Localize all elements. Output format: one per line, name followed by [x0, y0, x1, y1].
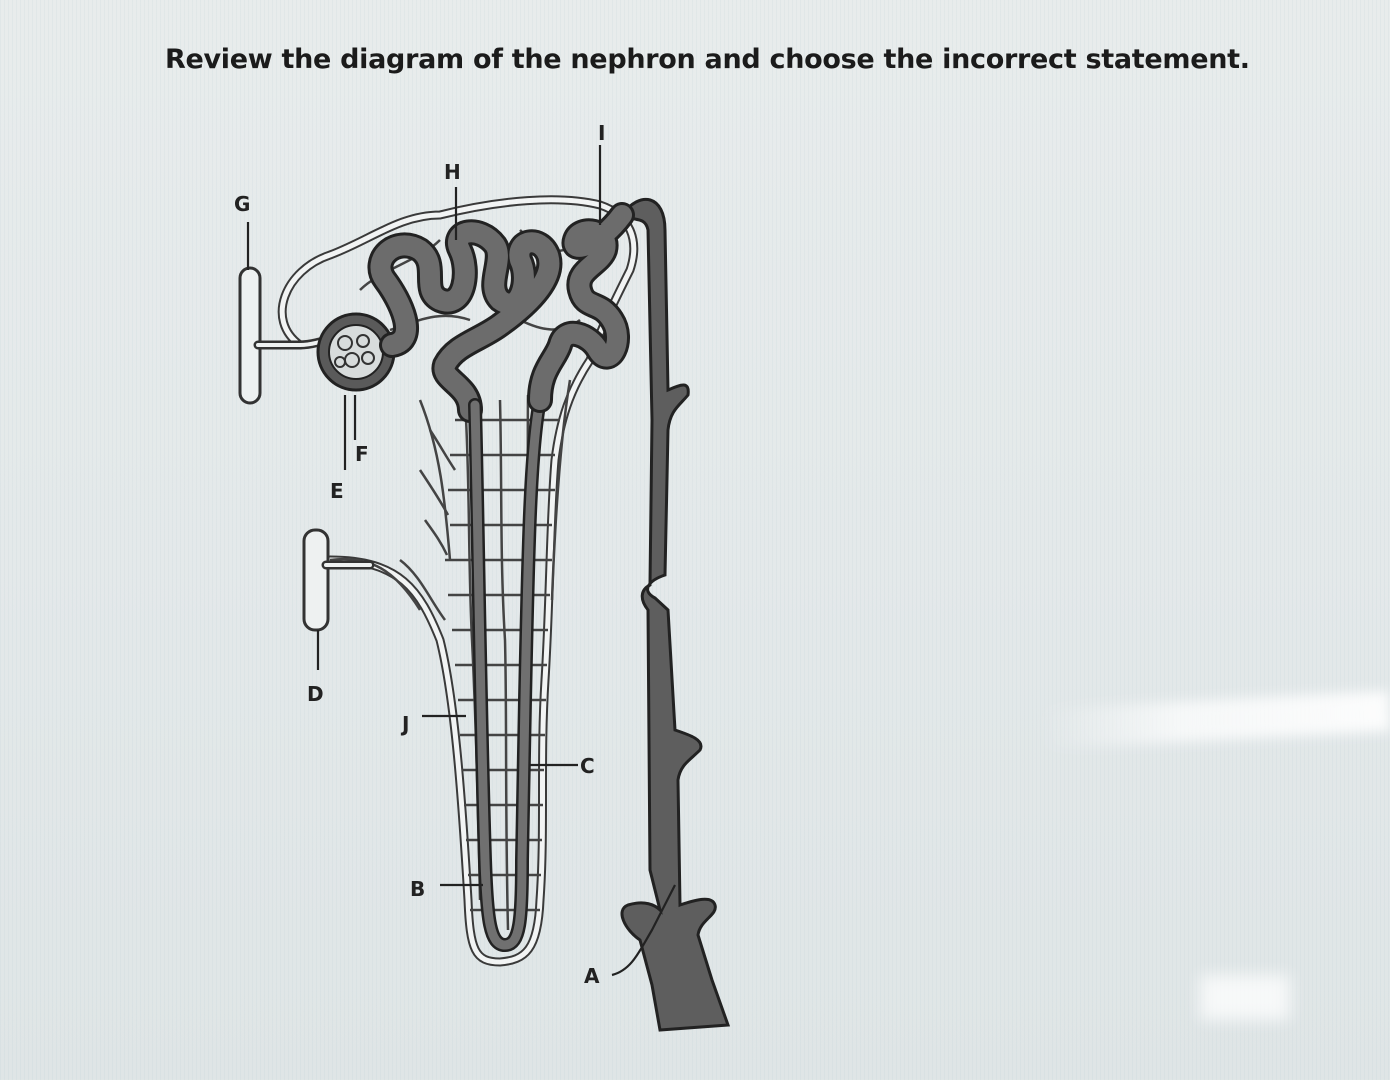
label-a: A	[584, 964, 600, 988]
proximal-convoluted-tubule	[367, 219, 563, 423]
capillary-network	[277, 195, 639, 967]
label-f: F	[355, 442, 369, 466]
label-j: J	[400, 712, 409, 736]
screen-glare-corner	[1200, 975, 1290, 1020]
leader-lines	[246, 145, 676, 977]
distal-convoluted-tubule	[527, 202, 635, 413]
label-i: I	[598, 121, 605, 145]
label-g: G	[234, 192, 250, 216]
label-b: B	[410, 877, 425, 901]
glomerulus	[316, 312, 396, 392]
loop-of-henle	[468, 393, 547, 953]
label-h: H	[444, 160, 461, 184]
label-e: E	[330, 479, 344, 503]
label-c: C	[580, 754, 595, 778]
question-text: Review the diagram of the nephron and ch…	[165, 44, 1250, 75]
label-d: D	[307, 682, 324, 706]
venule	[302, 528, 375, 632]
collecting-duct	[619, 197, 731, 1032]
